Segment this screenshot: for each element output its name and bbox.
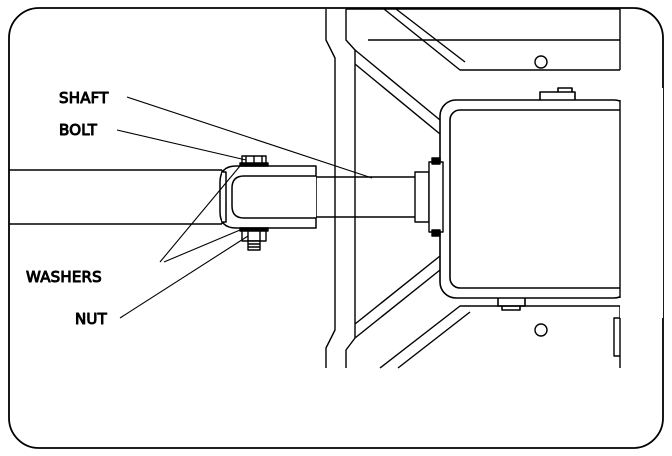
- label-bolt: BOLT: [59, 121, 98, 139]
- bolt-leader: [116, 129, 247, 161]
- label-washers: WASHERS: [26, 268, 102, 286]
- edge-clip: [613, 317, 620, 357]
- shaft-leader: [126, 96, 373, 179]
- bolt-head: [239, 155, 269, 167]
- mount-hole-bottom: [534, 323, 548, 337]
- shaft-coupling: [414, 157, 444, 237]
- washers-leader-2: [163, 229, 241, 263]
- label-nut: NUT: [75, 310, 108, 328]
- nut-leader: [119, 235, 249, 319]
- arm-tube: [9, 169, 223, 225]
- leader-lines: [116, 96, 373, 319]
- washers-leader-1: [159, 165, 241, 263]
- gearbox-housing: [439, 87, 631, 311]
- label-shaft: SHAFT: [59, 89, 109, 107]
- drive-shaft: [316, 176, 415, 218]
- mount-hole-top: [534, 55, 548, 69]
- clevis-yoke: [219, 165, 317, 229]
- nut-assembly: [239, 227, 269, 251]
- base-frame: [325, 8, 621, 369]
